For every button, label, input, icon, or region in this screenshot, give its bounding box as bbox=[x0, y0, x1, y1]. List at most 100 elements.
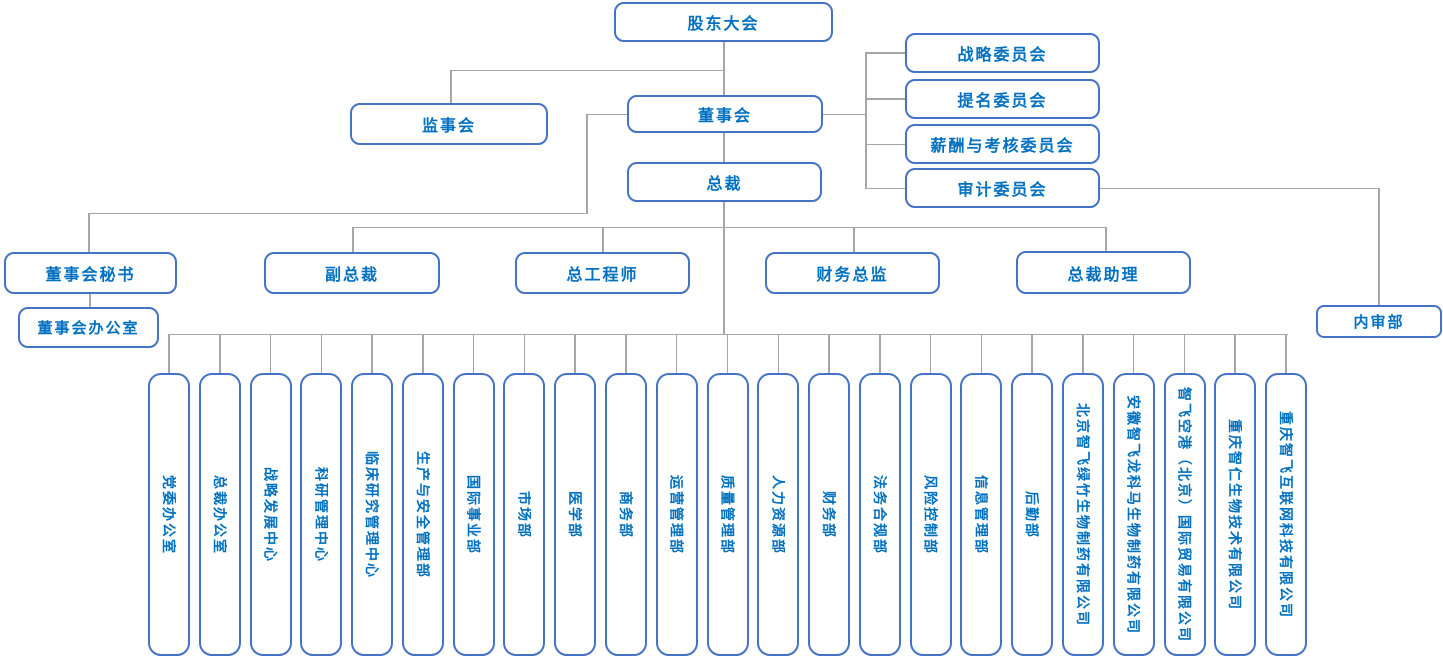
president-box: 总裁 bbox=[627, 162, 822, 202]
department-box-18: 后勤部 bbox=[1011, 373, 1054, 656]
finance-director-box: 财务总监 bbox=[765, 252, 940, 294]
connector-line bbox=[853, 227, 855, 252]
department-label: 总裁办公室 bbox=[212, 474, 227, 555]
connector-line bbox=[574, 334, 576, 373]
department-label: 国际事业部 bbox=[466, 474, 481, 555]
connector-line bbox=[777, 334, 780, 373]
board-office-box: 董事会办公室 bbox=[18, 307, 159, 348]
connector-line bbox=[586, 113, 627, 115]
committee-box-4: 审计委员会 bbox=[905, 168, 1100, 208]
connector-line bbox=[1183, 334, 1186, 373]
department-label: 市场部 bbox=[517, 490, 532, 539]
connector-line bbox=[1234, 334, 1236, 373]
connector-line bbox=[89, 294, 91, 308]
department-label: 人力资源部 bbox=[771, 474, 786, 555]
connector-line bbox=[723, 42, 725, 95]
department-box-17: 信息管理部 bbox=[960, 373, 1003, 656]
connector-line bbox=[1100, 187, 1379, 189]
connector-line bbox=[980, 334, 983, 373]
department-box-4: 科研管理中心 bbox=[300, 373, 343, 656]
department-box-14: 财务部 bbox=[808, 373, 850, 656]
department-box-2: 总裁办公室 bbox=[198, 373, 241, 656]
department-box-19: 北京智飞绿竹生物制药有限公司 bbox=[1061, 373, 1104, 656]
connector-line bbox=[1031, 334, 1033, 373]
department-box-7: 国际事业部 bbox=[452, 373, 495, 656]
department-label: 风险控制部 bbox=[923, 474, 938, 555]
connector-line bbox=[586, 113, 588, 214]
connector-line bbox=[422, 334, 424, 373]
department-label: 重庆智仁生物技术有限公司 bbox=[1228, 418, 1243, 611]
connector-line bbox=[320, 334, 323, 373]
department-box-21: 智飞空港（北京）国际贸易有限公司 bbox=[1163, 373, 1206, 656]
department-box-1: 党委办公室 bbox=[148, 373, 190, 656]
connector-line bbox=[675, 334, 678, 373]
connector-line bbox=[523, 334, 526, 373]
department-label: 科研管理中心 bbox=[314, 466, 329, 563]
department-box-23: 重庆智飞互联网科技有限公司 bbox=[1265, 373, 1307, 656]
connector-line bbox=[828, 334, 830, 373]
connector-line bbox=[169, 333, 1288, 335]
connector-line bbox=[1132, 334, 1135, 373]
committee-box-1: 战略委员会 bbox=[905, 33, 1100, 73]
president-assistant-box: 总裁助理 bbox=[1016, 251, 1191, 294]
department-label: 临床研究管理中心 bbox=[365, 450, 380, 579]
connector-line bbox=[879, 334, 881, 373]
connector-line bbox=[865, 52, 905, 54]
connector-line bbox=[88, 212, 588, 214]
connector-line bbox=[352, 226, 1107, 228]
department-box-8: 市场部 bbox=[503, 373, 546, 656]
department-box-12: 质量管理部 bbox=[706, 373, 749, 656]
department-label: 运营管理部 bbox=[669, 474, 684, 555]
internal-audit-box: 内审部 bbox=[1316, 305, 1442, 338]
connector-line bbox=[602, 227, 604, 252]
connector-line bbox=[865, 143, 905, 145]
chief-engineer-box: 总工程师 bbox=[515, 252, 690, 294]
connector-line bbox=[865, 187, 905, 189]
department-box-15: 法务合规部 bbox=[858, 373, 901, 656]
department-label: 生产与安全管理部 bbox=[415, 450, 430, 579]
connector-line bbox=[168, 334, 170, 373]
department-label: 法务合规部 bbox=[872, 474, 887, 555]
department-box-16: 风险控制部 bbox=[909, 373, 952, 656]
department-box-22: 重庆智仁生物技术有限公司 bbox=[1214, 373, 1257, 656]
shareholders-meeting-box: 股东大会 bbox=[614, 2, 833, 42]
connector-line bbox=[1378, 188, 1380, 305]
connector-line bbox=[352, 227, 354, 252]
connector-line bbox=[219, 334, 221, 373]
department-box-11: 运营管理部 bbox=[655, 373, 698, 656]
department-label: 质量管理部 bbox=[720, 474, 735, 555]
connector-line bbox=[371, 334, 373, 373]
connector-line bbox=[625, 334, 627, 373]
department-label: 财务部 bbox=[822, 490, 836, 539]
connector-line bbox=[865, 52, 867, 189]
connector-line bbox=[1105, 227, 1107, 251]
connector-line bbox=[269, 334, 272, 373]
department-box-3: 战略发展中心 bbox=[249, 373, 292, 656]
connector-line bbox=[472, 334, 475, 373]
connector-line bbox=[1285, 334, 1287, 373]
supervisory-board-box: 监事会 bbox=[350, 103, 548, 145]
department-label: 党委办公室 bbox=[162, 474, 176, 555]
department-label: 重庆智飞互联网科技有限公司 bbox=[1279, 410, 1293, 619]
connector-line bbox=[929, 334, 932, 373]
department-label: 战略发展中心 bbox=[263, 466, 278, 563]
department-label: 商务部 bbox=[619, 490, 633, 539]
connector-line bbox=[450, 70, 452, 103]
department-box-5: 临床研究管理中心 bbox=[351, 373, 394, 656]
connector-line bbox=[1082, 334, 1084, 373]
department-label: 安徽智飞龙科马生物制药有限公司 bbox=[1126, 394, 1141, 635]
connector-line bbox=[823, 113, 866, 115]
department-box-9: 医学部 bbox=[554, 373, 597, 656]
connector-line bbox=[88, 213, 90, 252]
connector-line bbox=[450, 69, 724, 71]
connector-line bbox=[865, 98, 905, 100]
department-box-20: 安徽智飞龙科马生物制药有限公司 bbox=[1112, 373, 1155, 656]
committee-box-3: 薪酬与考核委员会 bbox=[905, 124, 1100, 164]
department-label: 医学部 bbox=[568, 490, 583, 539]
department-label: 后勤部 bbox=[1025, 490, 1040, 539]
vice-president-box: 副总裁 bbox=[264, 252, 440, 294]
department-label: 北京智飞绿竹生物制药有限公司 bbox=[1075, 402, 1090, 627]
board-of-directors-box: 董事会 bbox=[627, 95, 823, 133]
connector-line bbox=[723, 202, 725, 335]
